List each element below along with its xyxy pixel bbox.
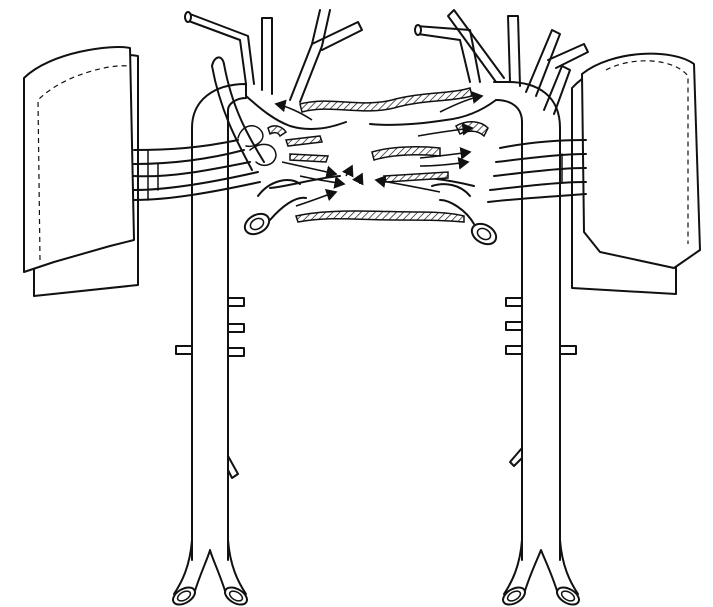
flow-arrow-center-left-2 (282, 162, 336, 174)
flow-arrow-center-right-3 (420, 162, 468, 166)
left-aorta (170, 84, 250, 607)
right-lower-branch (510, 448, 522, 466)
right-aorta-arch-inner (496, 100, 522, 122)
left-neck-vessel-1-end (185, 12, 191, 22)
hatched-segment-left-2 (286, 136, 322, 146)
left-iliac-split-right (228, 540, 246, 594)
left-neck-vessel-1 (186, 20, 246, 84)
left-hilum-bracket (148, 150, 158, 200)
left-intercostal-branch-3 (228, 348, 244, 356)
left-neck-vessel-3 (290, 10, 320, 100)
right-lung-front-outline (582, 54, 700, 268)
right-iliac-split-right (560, 540, 578, 594)
flow-arrow-lower-right (376, 180, 440, 192)
left-side-branch (176, 346, 192, 354)
right-neck-vessel-1-end (415, 25, 421, 35)
right-hilum-bracket (562, 140, 572, 194)
left-neck-vessel-4-tip (212, 57, 224, 66)
left-neck-vessel-2 (262, 18, 272, 94)
right-intercostal-branch-1 (506, 298, 522, 306)
left-hilum-vessel-1 (134, 140, 238, 150)
left-lower-branch (228, 456, 238, 478)
right-lung (572, 54, 700, 294)
left-neck-vessel-3b (300, 10, 330, 102)
right-neck-vessel-1 (418, 34, 470, 82)
right-intercostal-branch-3 (506, 346, 522, 354)
right-pulmonary-trunk (432, 184, 470, 196)
right-side-branch (560, 346, 576, 354)
hatched-segment-right-2 (384, 172, 448, 182)
left-neck-vessel-3-branch (312, 22, 362, 50)
right-neck-vessel-3 (508, 16, 520, 86)
right-iliac-split-left (504, 540, 522, 594)
hatched-segment-center (372, 147, 440, 160)
right-neck-vessel-5 (544, 66, 570, 114)
flow-arrow-center-up-2 (360, 174, 362, 184)
left-iliac-inner (194, 550, 226, 594)
left-lung-front-outline (24, 47, 134, 272)
flow-arrow-lower-left (296, 192, 336, 206)
hatched-segment-left-3 (290, 154, 328, 162)
left-iliac-split-left (174, 540, 192, 594)
left-intercostal-branch-2 (228, 324, 244, 332)
left-aorta-outer-wall (192, 84, 246, 128)
central-vessel-complex (238, 96, 500, 248)
left-neck-vessels (185, 10, 362, 170)
left-intercostal-branch-1 (228, 298, 244, 306)
right-intercostal-branch-2 (506, 322, 522, 330)
left-neck-vessel-4b (224, 64, 264, 162)
left-vessel-loop (238, 126, 263, 147)
left-pulmonary-trunk (258, 180, 300, 196)
right-neck-vessel-2 (448, 10, 504, 82)
flow-arrow-center-up (346, 166, 352, 176)
hatched-segment-left-1 (268, 126, 286, 136)
hatched-segment-lower (296, 211, 464, 222)
right-iliac-inner (524, 550, 558, 594)
right-hilum-vessels (488, 140, 586, 202)
left-lung (24, 47, 138, 296)
